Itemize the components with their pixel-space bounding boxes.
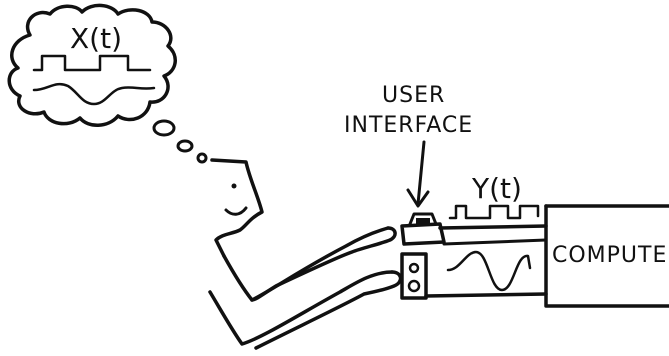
thought-bubbles [154,121,206,162]
thought-square-wave [34,56,150,70]
connection-cable [426,206,546,296]
signal-analog-wave [448,252,530,290]
interface-callout: USER INTERFACE [344,83,473,206]
thought-cloud: X(t) [9,5,175,125]
input-device-speaker [402,254,426,298]
interface-label-line1: USER [382,83,445,108]
computer-label: COMPUTER [552,243,669,268]
person-eye [232,184,237,189]
person-head [212,160,262,256]
person-upper-arm [224,228,388,300]
person-smile [226,208,246,214]
signal-square-wave [450,206,538,218]
computer-box: COMPUTER [546,206,669,306]
interface-arrow [418,142,424,204]
person-upper-hand [252,228,395,300]
thought-analog-wave [34,84,154,104]
signal-label: Y(t) [471,172,522,205]
person-figure [210,160,401,348]
interface-label-line2: INTERFACE [344,113,473,138]
input-device-keyboard [402,214,444,244]
person-lower-arm [210,272,392,344]
thought-label: X(t) [70,22,122,55]
